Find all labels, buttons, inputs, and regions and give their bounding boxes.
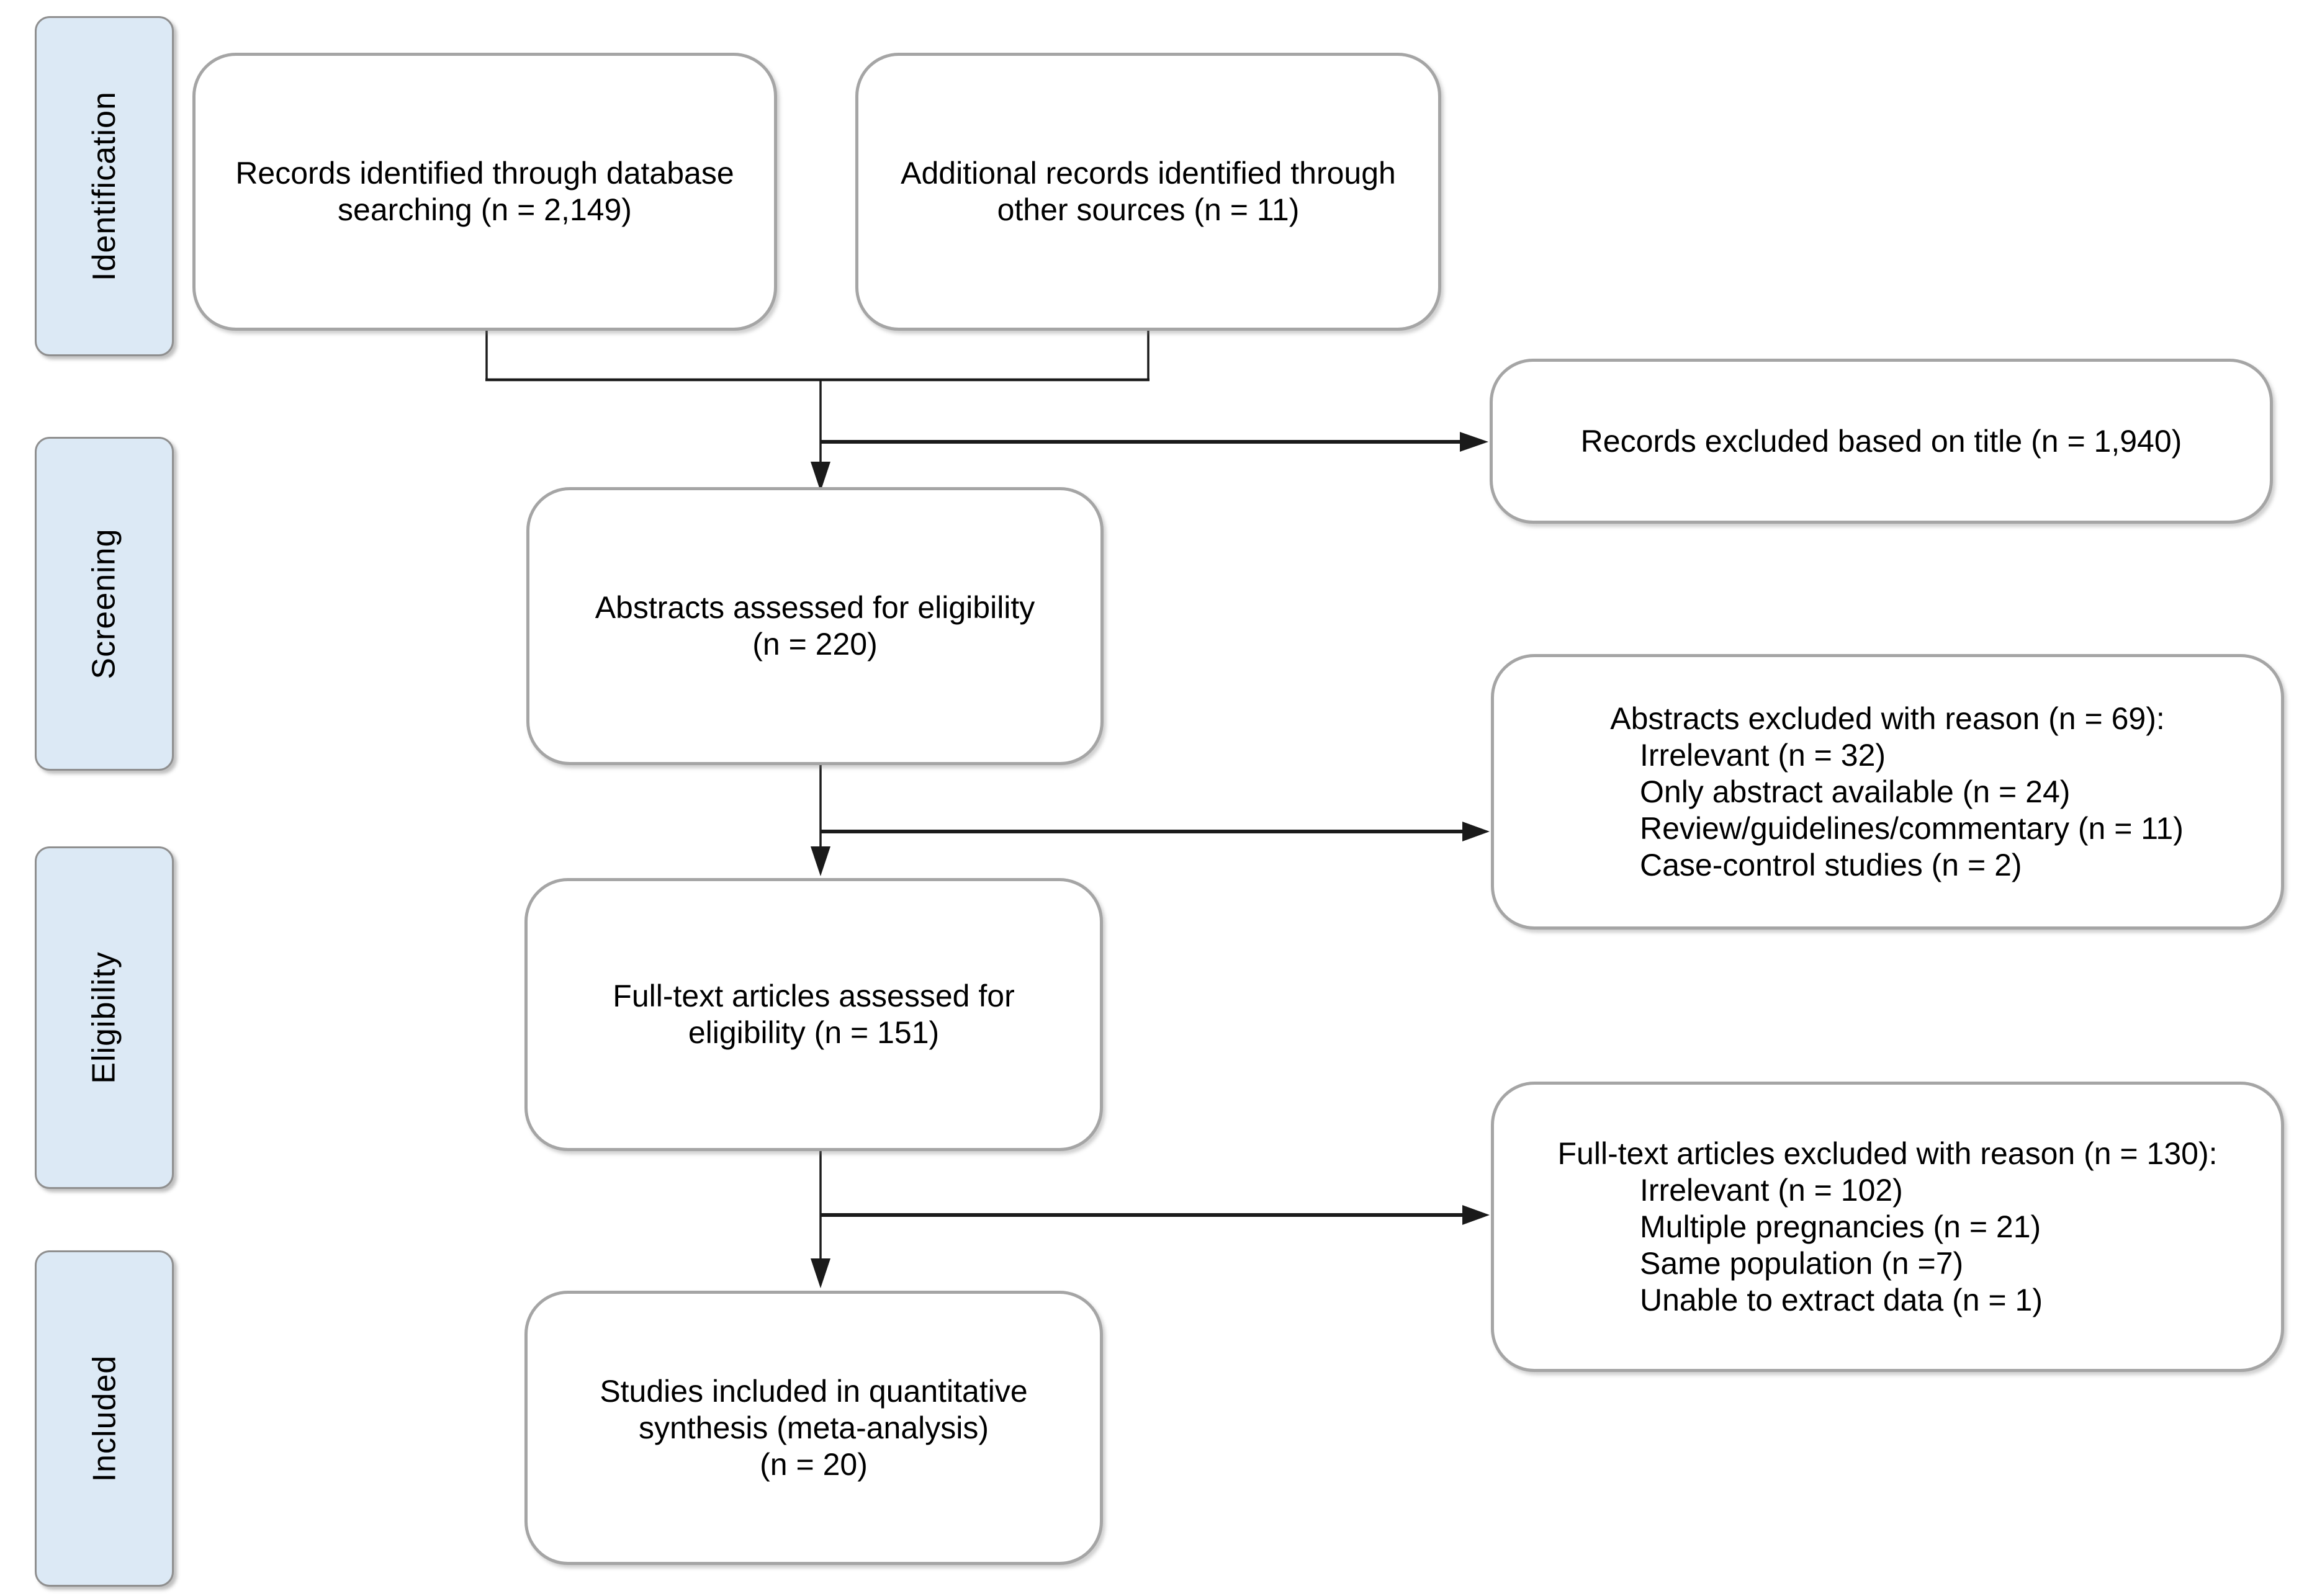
box-additional-records: Additional records identified through ot… — [855, 53, 1441, 331]
box-additional-records-line1: Additional records identified through — [901, 156, 1396, 191]
arrowhead-down-included — [811, 1258, 830, 1288]
stage-eligibility: Eligibility — [35, 846, 174, 1189]
box-records-excluded-title: Records excluded based on title (n = 1,9… — [1580, 423, 2182, 459]
box-additional-records-line2: other sources (n = 11) — [997, 192, 1300, 227]
box-studies-included: Studies included in quantitative synthes… — [524, 1291, 1103, 1565]
stage-included-label: Included — [86, 1355, 122, 1482]
stage-included: Included — [35, 1250, 174, 1587]
box-studies-included-line1: Studies included in quantitative — [600, 1373, 1028, 1409]
box-fulltext-excluded: Full-text articles excluded with reason … — [1491, 1082, 2284, 1372]
box-fulltext-excluded-item4: Unable to extract data (n = 1) — [1640, 1282, 2043, 1317]
arrowhead-right-records-excluded — [1460, 432, 1488, 452]
arrowhead-down-fulltext — [811, 846, 830, 876]
stage-identification: Identification — [35, 16, 174, 356]
box-fulltext-excluded-item2: Multiple pregnancies (n = 21) — [1640, 1209, 2041, 1244]
box-abstracts-excluded-item3: Review/guidelines/commentary (n = 11) — [1640, 810, 2184, 846]
box-abstracts-excluded-title: Abstracts excluded with reason (n = 69): — [1610, 701, 2165, 736]
box-abstracts-assessed: Abstracts assessed for eligibility (n = … — [526, 487, 1104, 765]
box-abstracts-excluded-item1: Irrelevant (n = 32) — [1640, 737, 1886, 773]
box-abstracts-excluded: Abstracts excluded with reason (n = 69):… — [1491, 654, 2284, 930]
box-abstracts-assessed-line1: Abstracts assessed for eligibility — [595, 590, 1035, 625]
box-abstracts-excluded-item4: Case-control studies (n = 2) — [1640, 847, 2022, 882]
box-records-identified-line2: searching (n = 2,149) — [338, 192, 632, 227]
box-fulltext-excluded-item3: Same population (n =7) — [1640, 1245, 1964, 1281]
box-abstracts-assessed-line2: (n = 220) — [752, 627, 878, 661]
box-records-excluded: Records excluded based on title (n = 1,9… — [1490, 359, 2273, 524]
box-records-identified: Records identified through database sear… — [192, 53, 777, 331]
box-fulltext-excluded-title: Full-text articles excluded with reason … — [1557, 1136, 2218, 1171]
arrowhead-right-abstracts-excluded — [1462, 822, 1490, 841]
stage-screening-label: Screening — [86, 528, 122, 679]
stage-eligibility-label: Eligibility — [86, 951, 122, 1084]
box-records-identified-line1: Records identified through database — [235, 156, 734, 191]
box-fulltext-assessed-line2: eligibility (n = 151) — [688, 1015, 940, 1050]
arrowhead-right-fulltext-excluded — [1462, 1205, 1490, 1225]
box-studies-included-line2: synthesis (meta-analysis) — [638, 1410, 989, 1445]
box-studies-included-line3: (n = 20) — [760, 1446, 868, 1482]
box-fulltext-assessed-line1: Full-text articles assessed for — [613, 979, 1015, 1013]
box-fulltext-assessed: Full-text articles assessed for eligibil… — [524, 878, 1103, 1151]
box-abstracts-excluded-item2: Only abstract available (n = 24) — [1640, 774, 2071, 809]
stage-screening: Screening — [35, 437, 174, 771]
stage-identification-label: Identification — [86, 91, 122, 281]
box-fulltext-excluded-item1: Irrelevant (n = 102) — [1640, 1172, 1903, 1208]
